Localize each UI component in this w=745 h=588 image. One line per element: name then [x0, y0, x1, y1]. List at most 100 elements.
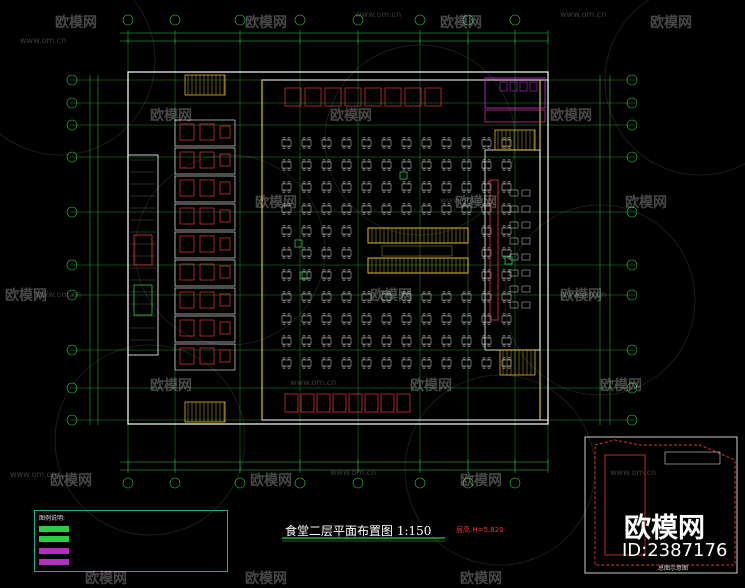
stamp-brand: 欧模网	[624, 513, 705, 544]
chair	[347, 137, 351, 140]
dining-table	[381, 205, 392, 213]
equipment-block	[219, 349, 231, 363]
chair	[382, 335, 386, 338]
dining-table	[301, 315, 312, 323]
chair	[422, 366, 426, 369]
bottom-counter	[316, 393, 331, 413]
dining-table	[321, 315, 332, 323]
dining-table	[281, 337, 292, 345]
chair	[467, 190, 471, 193]
chair	[322, 168, 326, 171]
chair	[407, 168, 411, 171]
watermark-url: www.om.cn	[20, 36, 67, 45]
chair	[502, 234, 506, 237]
service-room	[174, 259, 236, 287]
dining-table	[341, 227, 352, 235]
dining-table	[321, 139, 332, 147]
dining-table	[361, 139, 372, 147]
equipment-block	[199, 151, 215, 169]
chair	[342, 256, 346, 259]
chair	[502, 300, 506, 303]
chair	[507, 344, 511, 347]
escalator-landing	[381, 245, 453, 257]
chair	[407, 181, 411, 184]
key-plan-frame	[584, 436, 738, 574]
service-room	[174, 231, 236, 259]
watermark-url: www.om.cn	[330, 468, 377, 477]
chair	[442, 300, 446, 303]
chair	[302, 344, 306, 347]
chair	[422, 357, 426, 360]
chair	[347, 278, 351, 281]
chair	[467, 357, 471, 360]
chair	[407, 146, 411, 149]
watermark-brand: 欧模网	[245, 15, 287, 31]
chair	[482, 137, 486, 140]
dining-table	[481, 205, 492, 213]
dining-table	[401, 139, 412, 147]
chair	[302, 269, 306, 272]
axis-bubble	[626, 74, 638, 86]
watermark-url: www.om.cn	[560, 290, 607, 299]
chair	[387, 137, 391, 140]
dining-table	[461, 337, 472, 345]
dining-table	[381, 315, 392, 323]
chair	[502, 212, 506, 215]
chair	[282, 366, 286, 369]
service-room	[174, 315, 236, 343]
chair	[287, 146, 291, 149]
dining-table	[381, 359, 392, 367]
kitchen-equipment	[133, 234, 153, 266]
chair	[402, 203, 406, 206]
chair	[467, 344, 471, 347]
equipment-block	[199, 263, 215, 281]
chair	[447, 190, 451, 193]
chair	[487, 146, 491, 149]
stair	[184, 74, 226, 96]
chair	[447, 335, 451, 338]
chair	[342, 181, 346, 184]
dining-table	[421, 293, 432, 301]
equipment-block	[179, 179, 195, 197]
chair	[462, 159, 466, 162]
chair	[387, 181, 391, 184]
chair	[502, 366, 506, 369]
chair	[507, 190, 511, 193]
chair	[507, 247, 511, 250]
chair	[442, 313, 446, 316]
chair	[402, 137, 406, 140]
watermark-brand: 欧模网	[410, 378, 452, 394]
chair	[347, 212, 351, 215]
dining-table	[301, 161, 312, 169]
chair	[387, 300, 391, 303]
dining-table	[441, 293, 452, 301]
right-table	[521, 253, 531, 261]
chair	[307, 203, 311, 206]
chair	[307, 234, 311, 237]
chair	[507, 225, 511, 228]
axis-bubble	[352, 477, 364, 489]
chair	[427, 322, 431, 325]
dining-table	[301, 271, 312, 279]
legend-row	[39, 547, 75, 554]
right-table	[521, 221, 531, 229]
chair	[302, 313, 306, 316]
chair	[287, 335, 291, 338]
chair	[462, 357, 466, 360]
drawing-title: 食堂二层平面布置图 1:150	[285, 524, 432, 538]
watermark-url: www.om.cn	[440, 196, 487, 205]
service-room	[174, 287, 236, 315]
equipment-block	[199, 347, 215, 365]
watermark-url: www.om.cn	[290, 378, 337, 387]
dining-table	[341, 205, 352, 213]
right-counter	[489, 179, 499, 321]
chair	[327, 335, 331, 338]
dining-table	[501, 139, 512, 147]
chair	[302, 203, 306, 206]
chair	[467, 291, 471, 294]
stair	[499, 349, 536, 376]
chair	[447, 322, 451, 325]
chair	[342, 225, 346, 228]
dining-table	[481, 337, 492, 345]
watermark-brand: 欧模网	[245, 571, 287, 587]
